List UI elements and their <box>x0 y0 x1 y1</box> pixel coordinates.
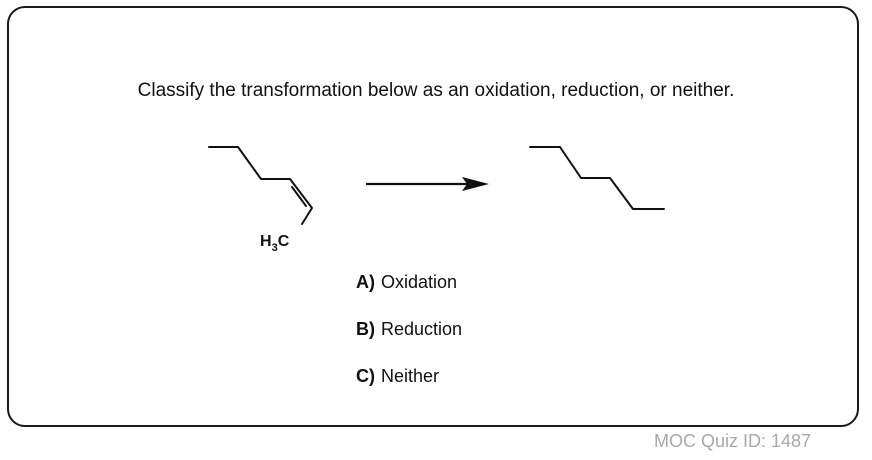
option-a-letter: A) <box>356 272 375 292</box>
reactant-chain <box>208 146 313 225</box>
reactant-structure <box>208 146 313 225</box>
methyl-label: H3C <box>260 233 290 254</box>
question-text: Classify the transformation below as an … <box>137 80 735 101</box>
quiz-card <box>7 6 859 427</box>
reaction-arrow <box>366 177 489 191</box>
option-c-letter: C) <box>356 366 375 386</box>
option-a[interactable]: A) Oxidation <box>356 272 462 319</box>
option-b[interactable]: B) Reduction <box>356 319 462 366</box>
answer-options: A) Oxidation B) Reduction C) Neither <box>356 272 462 413</box>
option-b-letter: B) <box>356 319 375 339</box>
option-b-text: Reduction <box>381 319 463 339</box>
option-c-text: Neither <box>381 366 440 386</box>
option-a-text: Oxidation <box>381 272 458 292</box>
reactant-double-bond <box>291 186 307 207</box>
quiz-id-label: MOC Quiz ID: 1487 <box>654 431 812 451</box>
product-structure <box>529 146 665 210</box>
option-c[interactable]: C) Neither <box>356 366 462 413</box>
